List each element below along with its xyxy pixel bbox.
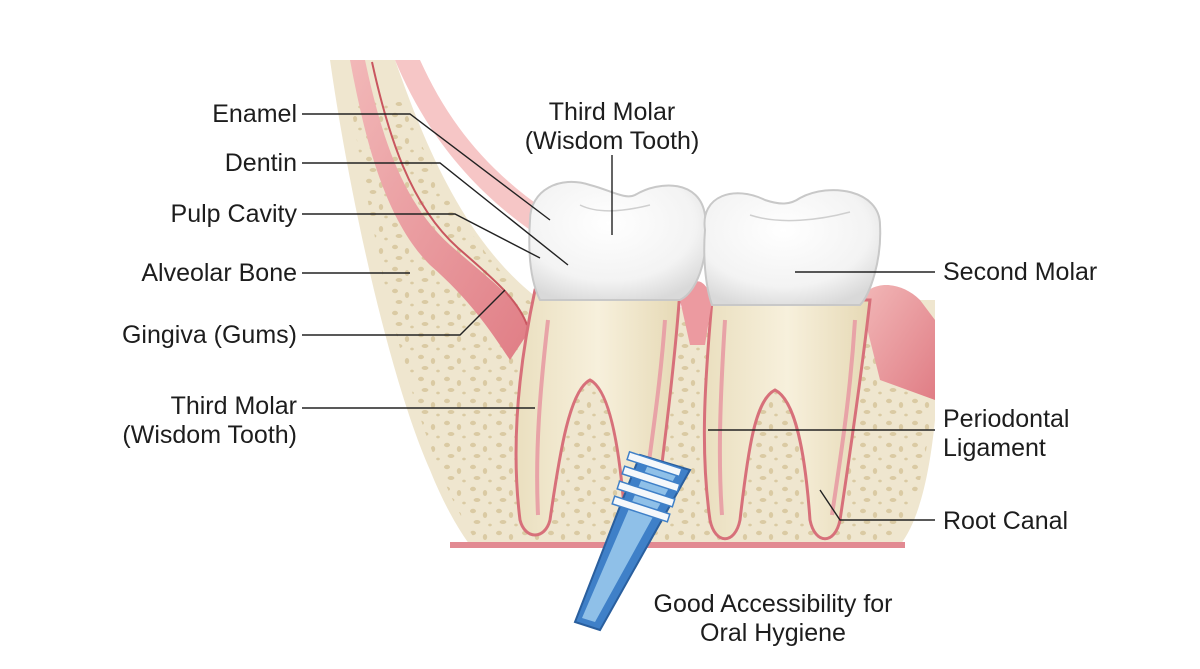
interdental-gum <box>680 281 712 345</box>
label-gingiva: Gingiva (Gums) <box>121 321 297 349</box>
label-third-molar-left-line2: (Wisdom Tooth) <box>122 421 297 449</box>
toothbrush-bristles <box>611 450 683 523</box>
label-root-canal: Root Canal <box>943 507 1069 535</box>
label-pulp-cavity: Pulp Cavity <box>170 200 297 228</box>
label-oral-hygiene-line1: Good Accessibility for <box>653 590 893 618</box>
second-molar-roots <box>702 298 872 541</box>
leader-dentin <box>302 162 569 266</box>
gingiva-shape <box>350 60 530 360</box>
label-third-molar-top: Third Molar (Wisdom Tooth) <box>512 98 712 156</box>
toothbrush <box>573 450 692 632</box>
label-oral-hygiene-line2: Oral Hygiene <box>700 619 846 647</box>
label-periodontal-line1: Periodontal <box>943 405 1070 433</box>
gingiva-right-shape <box>860 285 935 400</box>
label-third-molar-top-line1: Third Molar <box>548 98 676 126</box>
leader-lines <box>302 113 935 521</box>
third-molar-crown <box>528 180 708 301</box>
label-dentin: Dentin <box>224 149 297 177</box>
leader-pulp-cavity <box>302 213 541 259</box>
label-oral-hygiene: Good Accessibility for Oral Hygiene <box>613 590 933 648</box>
leader-enamel <box>302 113 551 221</box>
label-third-molar-top-line2: (Wisdom Tooth) <box>524 127 700 155</box>
leader-root-canal <box>819 489 935 521</box>
label-third-molar-left: Third Molar (Wisdom Tooth) <box>122 392 297 450</box>
label-enamel: Enamel <box>212 100 297 128</box>
gingiva-inner-line <box>371 61 528 326</box>
label-periodontal-ligament: Periodontal Ligament <box>943 405 1069 463</box>
label-third-molar-left-line1: Third Molar <box>170 392 297 420</box>
second-molar-crown <box>703 189 882 306</box>
label-alveolar-bone: Alveolar Bone <box>141 259 297 287</box>
leader-gingiva <box>302 289 506 336</box>
label-periodontal-line2: Ligament <box>943 434 1046 462</box>
label-second-molar: Second Molar <box>943 258 1098 286</box>
